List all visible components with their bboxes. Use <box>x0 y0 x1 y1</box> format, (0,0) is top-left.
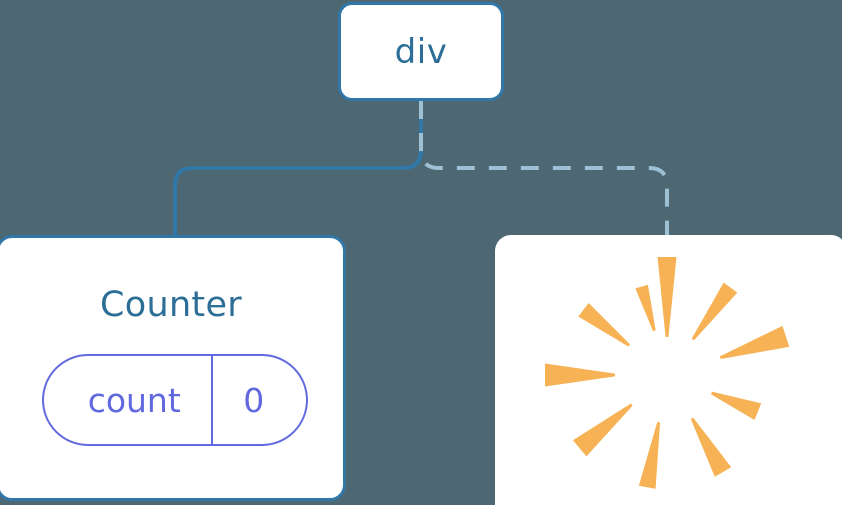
edge-root-pending <box>419 101 669 238</box>
burst-sparkle-icon <box>545 257 790 489</box>
state-pill-divider <box>210 356 214 444</box>
node-counter[interactable]: Counter count 0 <box>0 235 346 501</box>
burst-ray-9 <box>635 284 656 332</box>
burst-ray-6 <box>572 403 633 457</box>
state-pill-count[interactable]: count 0 <box>41 354 309 446</box>
node-div[interactable]: div <box>338 2 504 101</box>
burst-ray-5 <box>638 422 661 489</box>
burst-ray-7 <box>545 363 615 387</box>
edge-root-counter <box>173 99 423 240</box>
node-div-label: div <box>394 31 448 72</box>
burst-ray-8 <box>578 303 631 347</box>
burst-ray-0 <box>657 257 677 337</box>
node-counter-label: Counter <box>100 285 242 325</box>
state-value-label: 0 <box>243 380 265 420</box>
burst-ray-2 <box>719 325 790 360</box>
state-key-label: count <box>87 380 181 420</box>
burst-ray-4 <box>690 417 732 477</box>
burst-ray-1 <box>691 282 738 341</box>
burst-ray-3 <box>710 391 762 421</box>
node-pending[interactable] <box>495 235 842 505</box>
